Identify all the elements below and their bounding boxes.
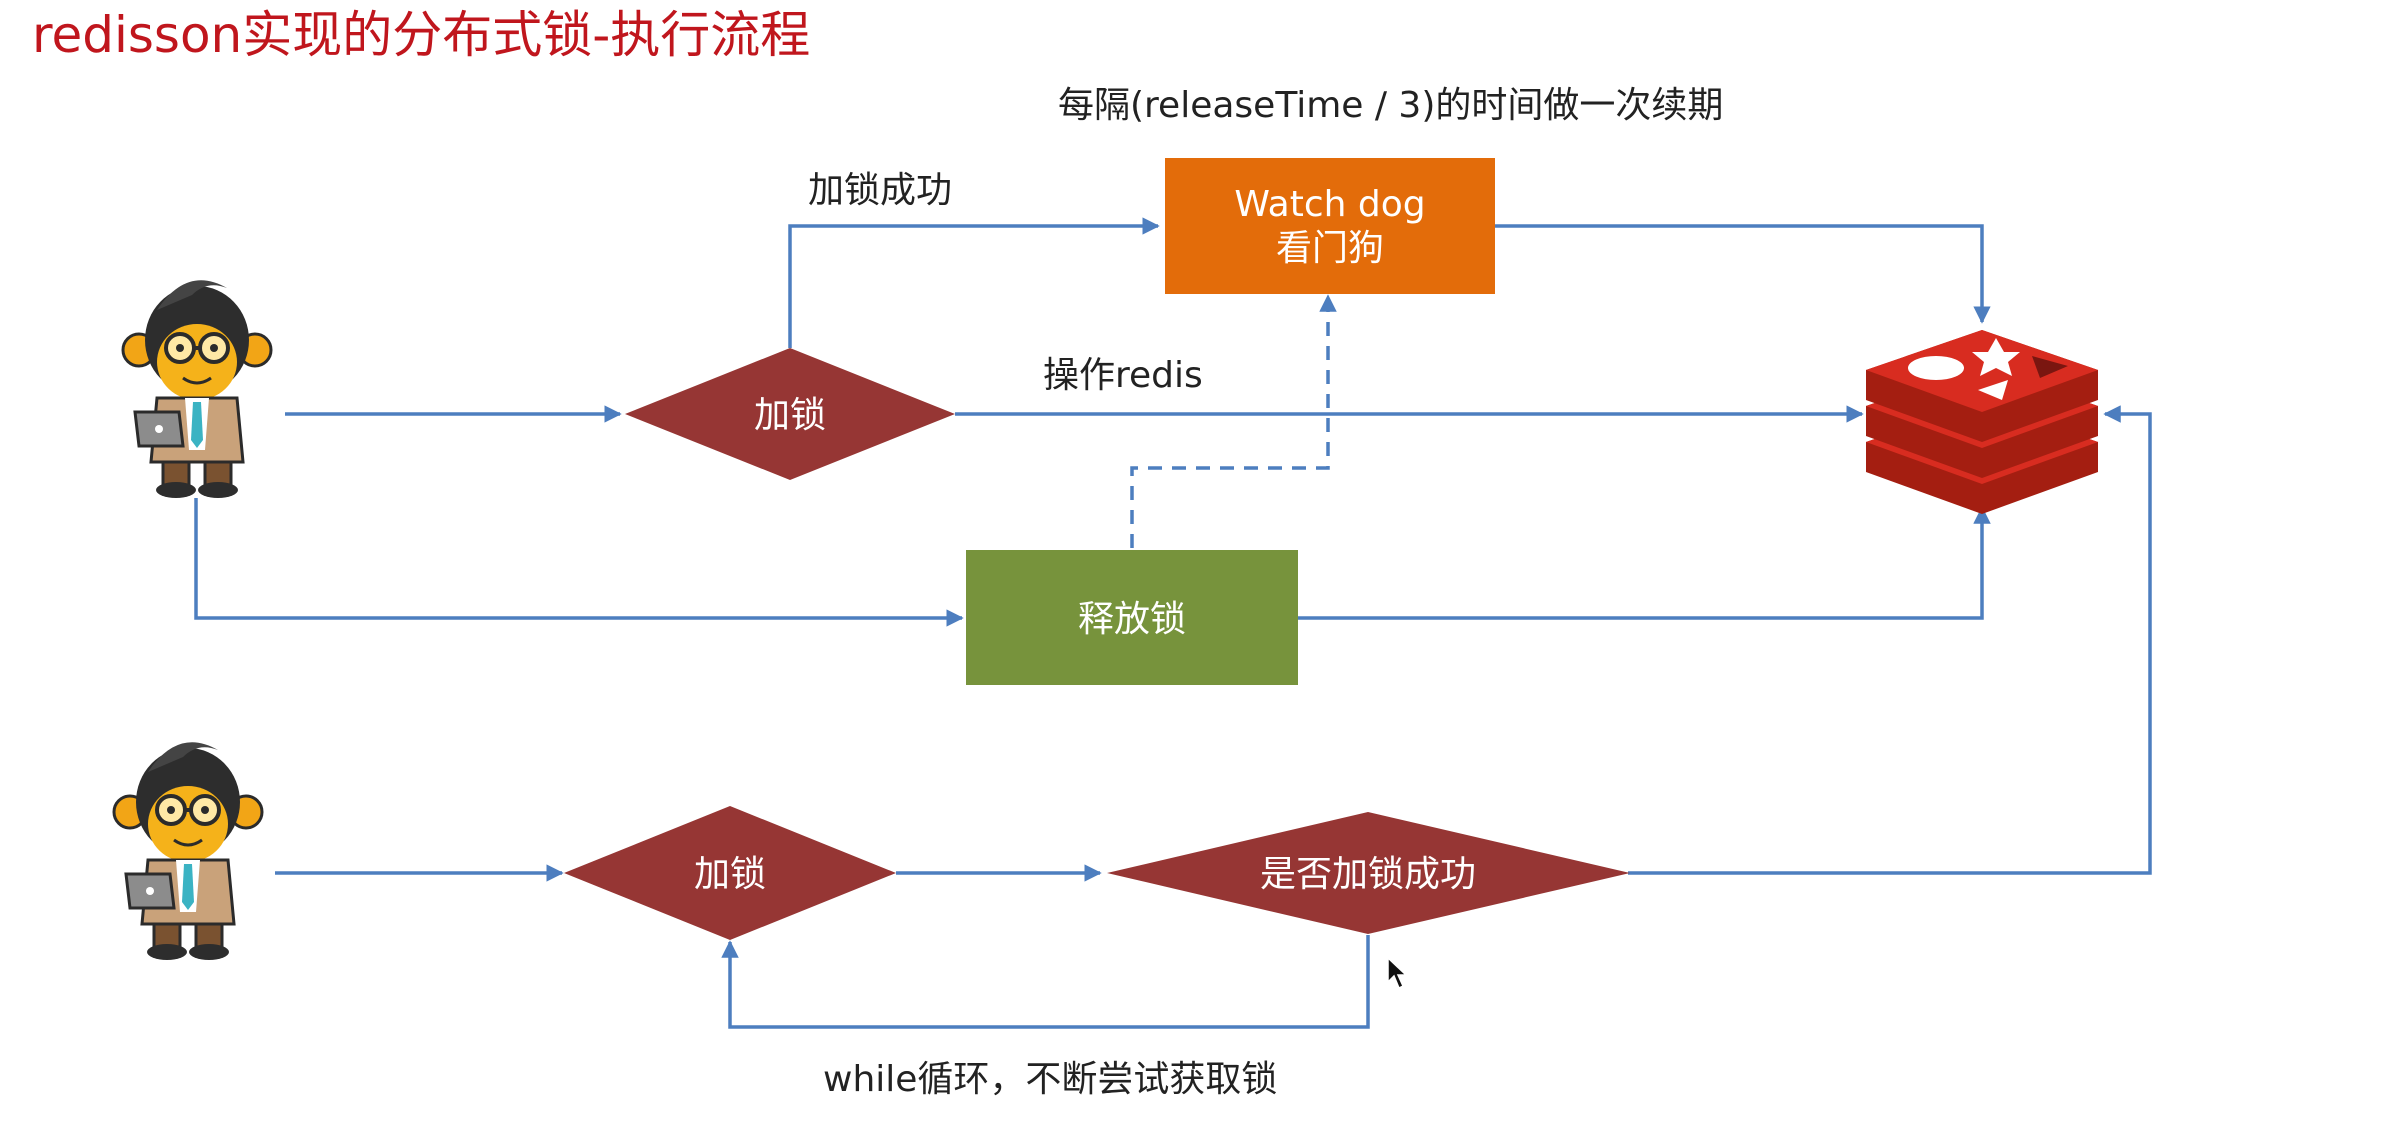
operate-redis-label: 操作redis	[1043, 355, 1203, 396]
edge-release-to-redis	[1298, 506, 1991, 620]
lock-diamond-bottom-label: 加锁	[694, 854, 766, 895]
redis-logo-icon	[1866, 330, 2098, 514]
edge-check-to-redis	[1628, 405, 2152, 875]
watchdog-box: Watch dog 看门狗	[1165, 158, 1495, 294]
lock-diamond-top-label: 加锁	[754, 395, 826, 436]
programmer-monkey-icon-top	[121, 278, 273, 500]
is-lock-success-label: 是否加锁成功	[1260, 854, 1476, 895]
edge-watchdog-to-redis	[1493, 224, 1991, 324]
edge-actor-to-release	[194, 498, 964, 627]
edge-while-loop	[721, 935, 1370, 1029]
release-lock-box: 释放锁	[966, 550, 1298, 685]
edge-lock-success-to-watchdog	[788, 217, 1160, 348]
while-loop-label: while循环，不断尝试获取锁	[823, 1059, 1277, 1100]
renew-interval-label: 每隔(releaseTime / 3)的时间做一次续期	[1058, 85, 1723, 126]
watchdog-label-line2: 看门狗	[1276, 228, 1384, 269]
lock-diamond-bottom: 加锁	[564, 806, 896, 940]
diagram-title: redisson实现的分布式锁-执行流程	[32, 6, 810, 64]
edge-release-to-watchdog	[1130, 294, 1337, 548]
release-lock-label: 释放锁	[1078, 599, 1186, 640]
watchdog-label-line1: Watch dog	[1234, 184, 1425, 225]
mouse-cursor-icon	[1387, 956, 1408, 990]
lock-success-label: 加锁成功	[808, 170, 952, 211]
lock-diamond-top: 加锁	[625, 348, 955, 480]
programmer-monkey-icon-bottom	[112, 740, 264, 962]
is-lock-success-diamond: 是否加锁成功	[1107, 812, 1630, 934]
